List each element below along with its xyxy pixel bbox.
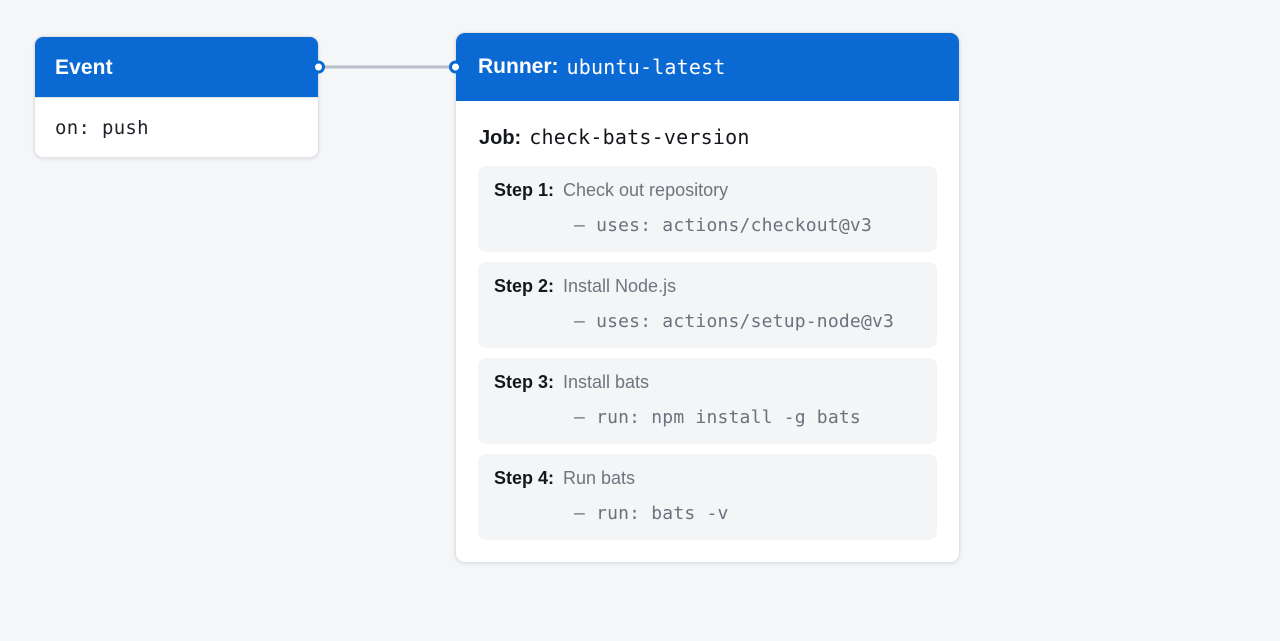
step-title: Run bats	[563, 468, 636, 488]
step-number: Step 4:	[494, 468, 555, 488]
step-number: Step 3:	[494, 372, 555, 392]
runner-node-body: Job: check-bats-version Step 1: Check ou…	[456, 101, 959, 562]
step-card[interactable]: Step 1: Check out repository — uses: act…	[478, 166, 937, 252]
step-card[interactable]: Step 4: Run bats — run: bats -v	[478, 454, 937, 540]
step-card[interactable]: Step 3: Install bats — run: npm install …	[478, 358, 937, 444]
step-head: Step 2: Install Node.js	[494, 276, 921, 297]
event-node-body: on: push	[35, 97, 318, 157]
job-label: Job:	[479, 127, 522, 149]
event-node-title: Event	[55, 55, 113, 79]
event-trigger-text: on: push	[55, 116, 149, 139]
step-command: — uses: actions/checkout@v3	[574, 215, 872, 236]
job-line: Job: check-bats-version	[478, 119, 937, 166]
runner-node-header[interactable]: Runner: ubuntu-latest	[449, 33, 959, 101]
step-number: Step 1:	[494, 180, 555, 200]
step-head: Step 4: Run bats	[494, 468, 921, 489]
step-command: — run: bats -v	[574, 503, 729, 524]
step-command: — uses: actions/setup-node@v3	[574, 311, 895, 332]
runner-value: ubuntu-latest	[566, 55, 726, 79]
step-head: Step 3: Install bats	[494, 372, 921, 393]
step-command: — run: npm install -g bats	[574, 407, 861, 428]
step-number: Step 2:	[494, 276, 555, 296]
step-head: Step 1: Check out repository	[494, 180, 921, 201]
step-title: Install Node.js	[563, 276, 677, 296]
runner-target-handle[interactable]	[449, 60, 462, 74]
runner-label: Runner:	[478, 55, 559, 78]
event-source-handle[interactable]	[312, 60, 325, 74]
step-title: Check out repository	[563, 180, 729, 200]
runner-node[interactable]: Runner: ubuntu-latest Job: check-bats-ve…	[449, 32, 960, 563]
job-value: check-bats-version	[529, 125, 750, 149]
event-node[interactable]: Event on: push	[34, 36, 325, 158]
event-node-header[interactable]: Event	[35, 37, 325, 97]
step-card[interactable]: Step 2: Install Node.js — uses: actions/…	[478, 262, 937, 348]
step-title: Install bats	[563, 372, 650, 392]
steps-list: Step 1: Check out repository — uses: act…	[478, 166, 937, 540]
